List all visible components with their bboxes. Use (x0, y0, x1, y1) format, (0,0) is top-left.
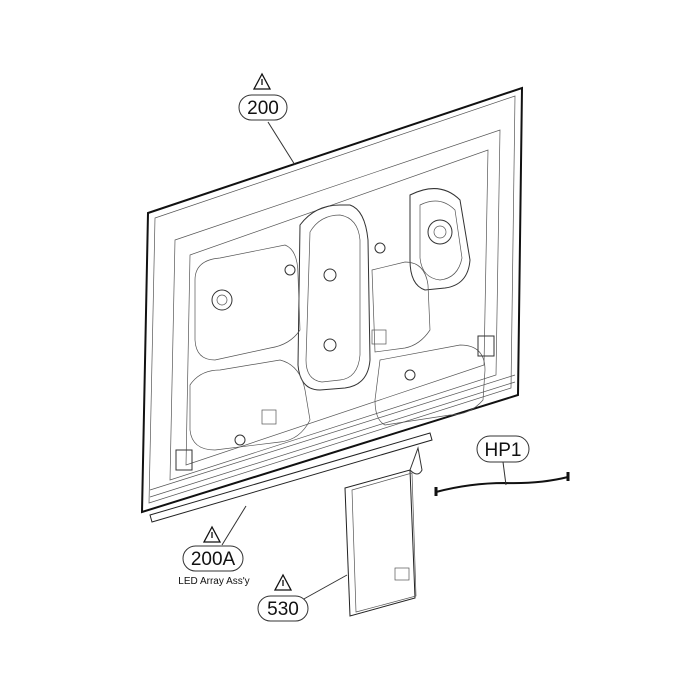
warning-triangle-icon (202, 525, 222, 543)
warning-triangle-icon (273, 573, 293, 591)
cable-hp1 (435, 476, 569, 493)
callout-label: HP1 (485, 440, 522, 461)
display-panel-200 (140, 86, 524, 514)
led-array-strip-200A (149, 432, 433, 523)
callout-200A: 200A LED Array Ass'y (178, 525, 250, 587)
callout-200: 200 (238, 72, 288, 121)
callout-hp1: HP1 (476, 435, 530, 463)
callout-label: 530 (267, 599, 299, 620)
callout-label: 200A (191, 549, 236, 570)
callout-530: 530 (257, 573, 309, 622)
callout-caption: LED Array Ass'y (178, 576, 249, 587)
board-530 (344, 446, 423, 617)
callout-label: 200 (247, 98, 279, 119)
warning-triangle-icon (252, 72, 272, 90)
